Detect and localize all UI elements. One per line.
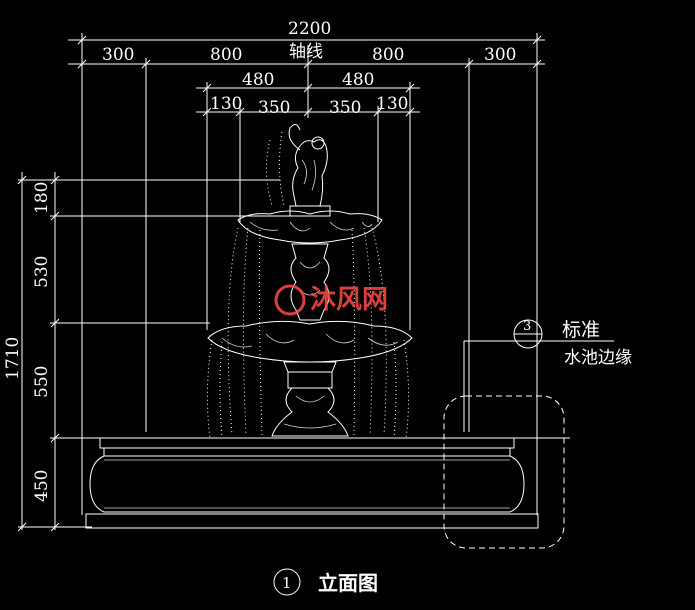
dim-height-450: 450	[32, 470, 52, 502]
water-streams	[206, 131, 410, 439]
dim-inner-130-left: 130	[210, 94, 242, 114]
dim-right-300: 300	[484, 45, 516, 65]
vertical-extension-lines	[81, 70, 538, 515]
callout-number: 3	[523, 319, 531, 334]
dim-inner-130-right: 130	[376, 94, 408, 114]
watermark-text: 沐风网	[310, 285, 388, 315]
edge-callout: 3 标准 水池边缘	[443, 319, 632, 549]
left-dimension-chains: 1710 180 530 550 450	[3, 172, 290, 532]
callout-label-pool-edge: 水池边缘	[564, 348, 632, 368]
dim-inner-350-left: 350	[258, 98, 290, 118]
detail-marker-box	[443, 395, 565, 549]
dim-left-480: 480	[242, 70, 274, 90]
dim-height-530: 530	[32, 256, 52, 288]
axis-label: 轴线	[289, 42, 323, 62]
title-text: 立面图	[318, 571, 378, 595]
dim-height-550: 550	[32, 366, 52, 398]
dim-right-800: 800	[372, 45, 404, 65]
title-number-circle	[273, 568, 301, 596]
fountain-sculpture	[207, 124, 413, 437]
total-height-label: 1710	[3, 337, 23, 380]
callout-label-standard: 标准	[562, 319, 600, 341]
dim-left-300: 300	[102, 45, 134, 65]
dim-left-800: 800	[210, 45, 242, 65]
drawing-title: 1 立面图	[273, 568, 378, 596]
title-number: 1	[282, 574, 292, 592]
dim-height-180: 180	[32, 182, 52, 214]
top-dimension-chains: 2200 轴线 300 800 800 300 480 480 130	[68, 19, 545, 120]
dim-inner-350-right: 350	[329, 98, 361, 118]
overall-width-label: 2200	[288, 19, 331, 39]
pool-basin	[50, 437, 570, 529]
dim-right-480: 480	[342, 70, 374, 90]
watermark: 沐风网	[274, 284, 388, 316]
